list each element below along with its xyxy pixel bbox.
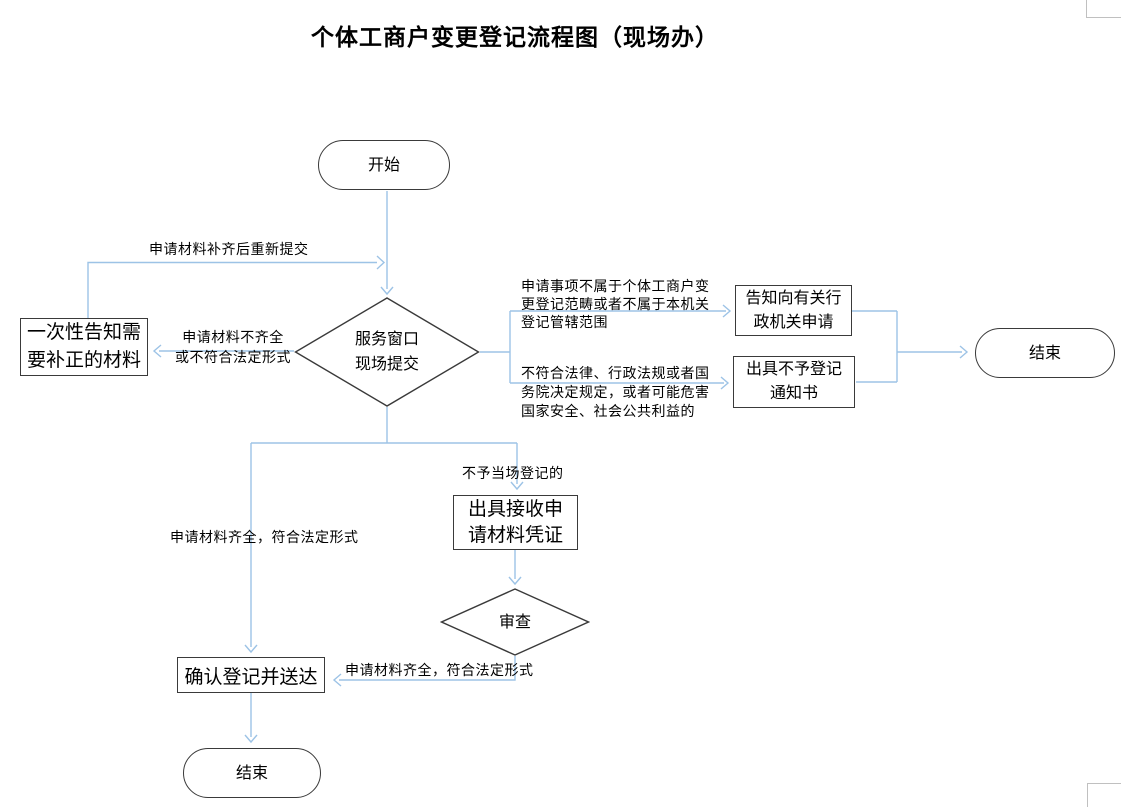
- edge-label-incomplete: 申请材料不齐全 或不符合法定形式: [175, 329, 291, 365]
- edge-label-not-in-scope: 申请事项不属于个体工商户变 更登记范畴或者不属于本机关 登记管辖范围: [521, 278, 710, 330]
- node-receipt-voucher-label: 出具接收申 请材料凭证: [467, 498, 563, 546]
- node-rejection-notice: 出具不予登记 通知书: [733, 356, 855, 408]
- node-end-right-label: 结束: [1028, 344, 1061, 362]
- edge-label-complete-review: 申请材料齐全，符合法定形式: [345, 662, 534, 678]
- page-corner-mark-bottom-right-horizontal: [1087, 783, 1121, 784]
- node-confirm-deliver: 确认登记并送达: [177, 657, 325, 693]
- node-window-submit-label: 服务窗口 现场提交: [354, 331, 419, 373]
- node-inform-other-authority: 告知向有关行 政机关申请: [735, 285, 852, 336]
- node-confirm-deliver-label: 确认登记并送达: [184, 666, 318, 688]
- diamond-shape-icon: [440, 588, 590, 656]
- node-rejection-notice-label: 出具不予登记 通知书: [745, 361, 842, 402]
- page-corner-mark-top-right-horizontal: [1086, 17, 1121, 18]
- node-review-decision: 审查: [440, 588, 590, 656]
- node-onetime-inform: 一次性告知需 要补正的材料: [20, 318, 148, 376]
- page-title: 个体工商户变更登记流程图（现场办）: [311, 24, 719, 50]
- edge-label-complete-left: 申请材料齐全，符合法定形式: [170, 529, 359, 545]
- node-window-submit-decision: 服务窗口 现场提交: [294, 297, 480, 407]
- node-end-bottom: 结束: [183, 748, 321, 798]
- page-corner-mark-top-right-vertical: [1086, 0, 1087, 17]
- page-corner-mark-bottom-right-vertical: [1087, 783, 1088, 807]
- node-start-label: 开始: [367, 156, 400, 174]
- edge-label-illegal: 不符合法律、行政法规或者国 务院决定规定，或者可能危害 国家安全、社会公共利益的: [521, 365, 710, 419]
- diamond-shape-icon: [294, 297, 480, 407]
- node-end-right: 结束: [975, 328, 1115, 378]
- node-receipt-voucher: 出具接收申 请材料凭证: [453, 495, 578, 550]
- edge-label-not-onsite: 不予当场登记的: [462, 465, 564, 481]
- node-start: 开始: [318, 140, 450, 190]
- node-end-bottom-label: 结束: [235, 764, 268, 782]
- node-onetime-inform-label: 一次性告知需 要补正的材料: [26, 322, 141, 371]
- edge-label-resubmit: 申请材料补齐后重新提交: [149, 241, 309, 257]
- node-inform-other-authority-label: 告知向有关行 政机关申请: [745, 289, 842, 331]
- node-review-label: 审查: [498, 613, 531, 631]
